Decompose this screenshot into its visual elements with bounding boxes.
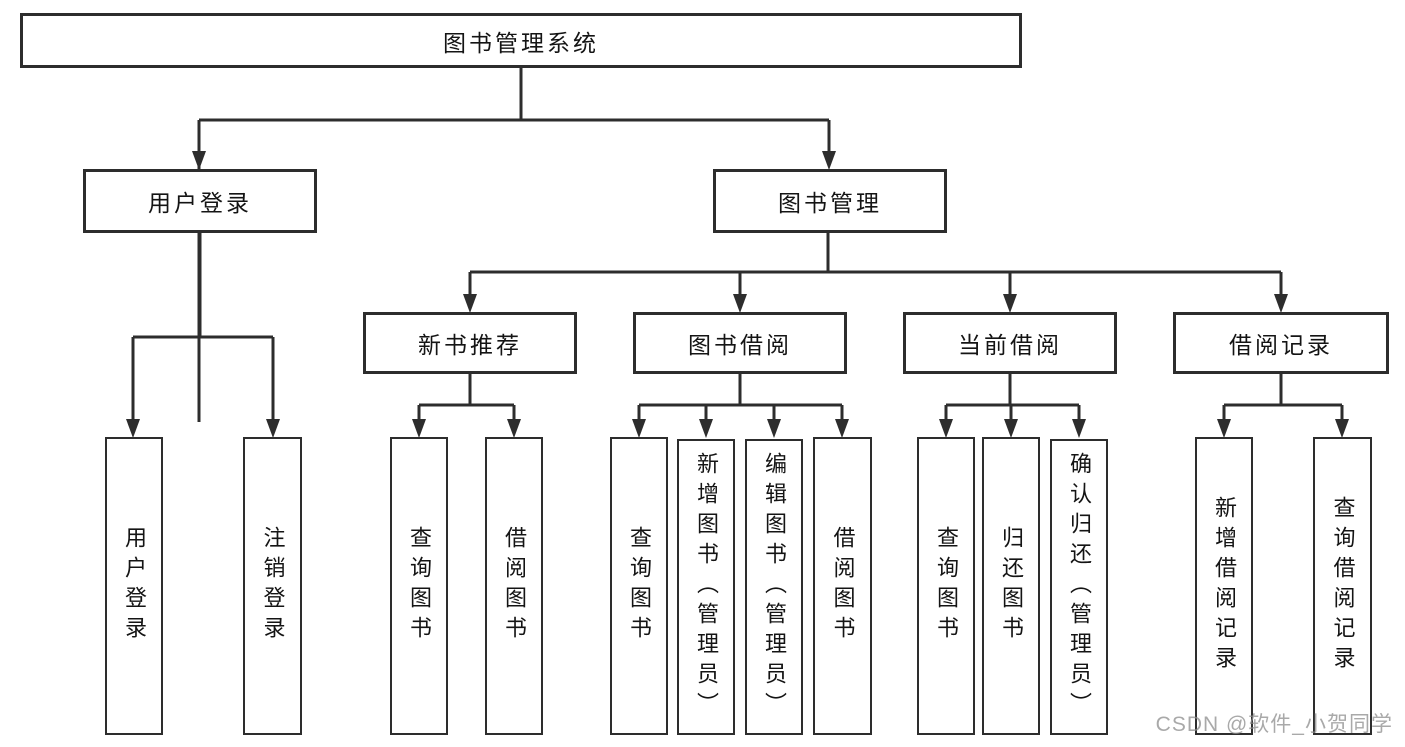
node-user-login: 用户登录 (83, 169, 317, 233)
leaf-br-add-record: 新增借阅记录 (1195, 437, 1253, 735)
connector-book-mgmt (468, 233, 1283, 297)
connector-user-login (131, 233, 275, 422)
arrow-book-borrow (733, 294, 747, 313)
arrow-bb-borrow (835, 419, 849, 438)
leaf-bb-query-books: 查询图书 (610, 437, 668, 735)
arrow-br-query (1335, 419, 1349, 438)
leaf-nbr-borrow-books: 借阅图书 (485, 437, 543, 735)
csdn-watermark: CSDN @软件_小贺同学 (1155, 713, 1393, 736)
leaf-logout: 注销登录 (243, 437, 302, 735)
leaf-cb-query-books: 查询图书 (917, 437, 975, 735)
arrow-cb-query (939, 419, 953, 438)
connector-book-borrow (637, 374, 844, 422)
node-borrow-records: 借阅记录 (1173, 312, 1389, 374)
connector-current-borrow (944, 374, 1081, 422)
leaf-cb-confirm-return-admin: 确认归还（管理员） (1050, 439, 1108, 735)
connector-new-book-rec (417, 374, 516, 422)
arrow-user-login (192, 151, 206, 170)
arrow-bb-add (699, 419, 713, 438)
connector-root-drops (197, 120, 831, 154)
leaf-br-query-record: 查询借阅记录 (1313, 437, 1372, 735)
arrow-borrow-records (1274, 294, 1288, 313)
leaf-nbr-query-books: 查询图书 (390, 437, 448, 735)
node-current-borrow: 当前借阅 (903, 312, 1117, 374)
arrow-bb-edit (767, 419, 781, 438)
leaf-bb-add-book-admin: 新增图书（管理员） (677, 439, 735, 735)
leaf-bb-edit-book-admin: 编辑图书（管理员） (745, 439, 803, 735)
node-root: 图书管理系统 (20, 13, 1022, 68)
node-new-book-rec: 新书推荐 (363, 312, 577, 374)
arrow-book-mgmt (822, 151, 836, 170)
arrow-cb-confirm (1072, 419, 1086, 438)
arrow-leaf-user-login (126, 419, 140, 438)
node-book-borrow: 图书借阅 (633, 312, 847, 374)
connector-borrow-records (1222, 374, 1344, 422)
arrow-current-borrow (1003, 294, 1017, 313)
arrow-new-book-rec (463, 294, 477, 313)
leaf-bb-borrow-books: 借阅图书 (813, 437, 872, 735)
arrow-bb-query (632, 419, 646, 438)
arrow-nbr-borrow (507, 419, 521, 438)
arrow-leaf-logout (266, 419, 280, 438)
leaf-cb-return-books: 归还图书 (982, 437, 1040, 735)
node-book-mgmt: 图书管理 (713, 169, 947, 233)
arrow-br-add (1217, 419, 1231, 438)
arrow-nbr-query (412, 419, 426, 438)
arrow-cb-return (1004, 419, 1018, 438)
leaf-user-login: 用户登录 (105, 437, 163, 735)
